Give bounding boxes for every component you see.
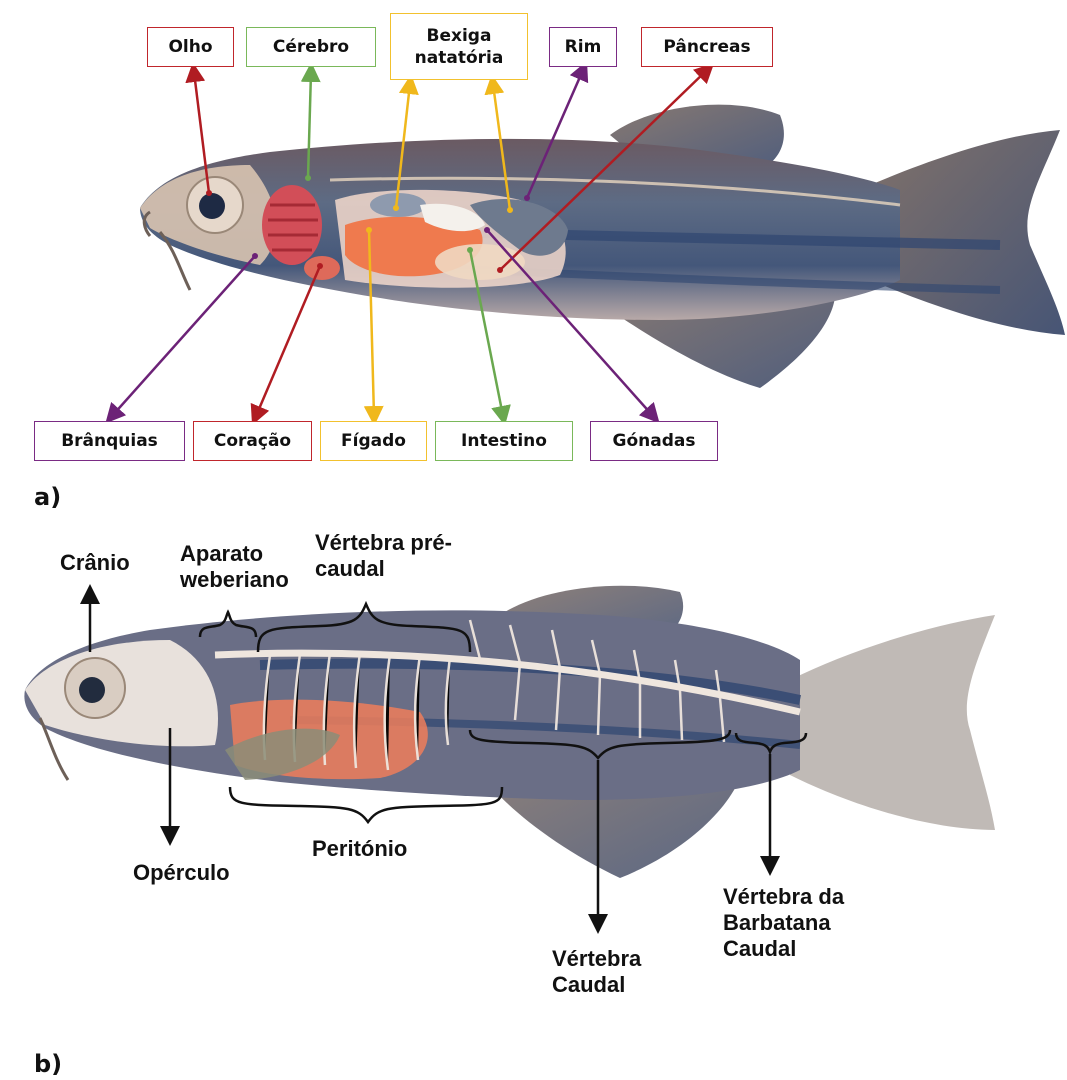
fish-b-caudal-fin	[790, 615, 995, 830]
label-rim: Rim	[549, 27, 617, 67]
label-operculo: Opérculo	[133, 860, 230, 886]
panel-letter-b: b)	[34, 1050, 62, 1078]
label-cranio: Crânio	[60, 550, 130, 576]
fish-a-gonads	[435, 244, 525, 280]
label-intestino: Intestino	[435, 421, 573, 461]
fish-a-illustration	[140, 105, 1065, 388]
label-gonadas: Gónadas	[590, 421, 718, 461]
label-pancreas: Pâncreas	[641, 27, 773, 67]
label-peritonio: Peritónio	[312, 836, 407, 862]
label-figado: Fígado	[320, 421, 427, 461]
label-vertebra-barbatana-caudal: Vértebra da Barbatana Caudal	[723, 884, 844, 962]
label-coracao: Coração	[193, 421, 312, 461]
label-olho: Olho	[147, 27, 234, 67]
label-cerebro: Cérebro	[246, 27, 376, 67]
arrow-coracao	[256, 266, 320, 416]
panel-letter-a: a)	[34, 483, 61, 511]
label-aparato-weberiano: Aparato weberiano	[180, 541, 289, 593]
label-bexiga-natatoria: Bexiga natatória	[390, 13, 528, 80]
label-branquias: Brânquias	[34, 421, 185, 461]
label-vertebra-caudal: Vértebra Caudal	[552, 946, 641, 998]
label-vertebra-pre-caudal: Vértebra pré- caudal	[315, 530, 452, 582]
fish-a-gills	[262, 185, 322, 265]
arrow-branquias	[112, 256, 255, 416]
